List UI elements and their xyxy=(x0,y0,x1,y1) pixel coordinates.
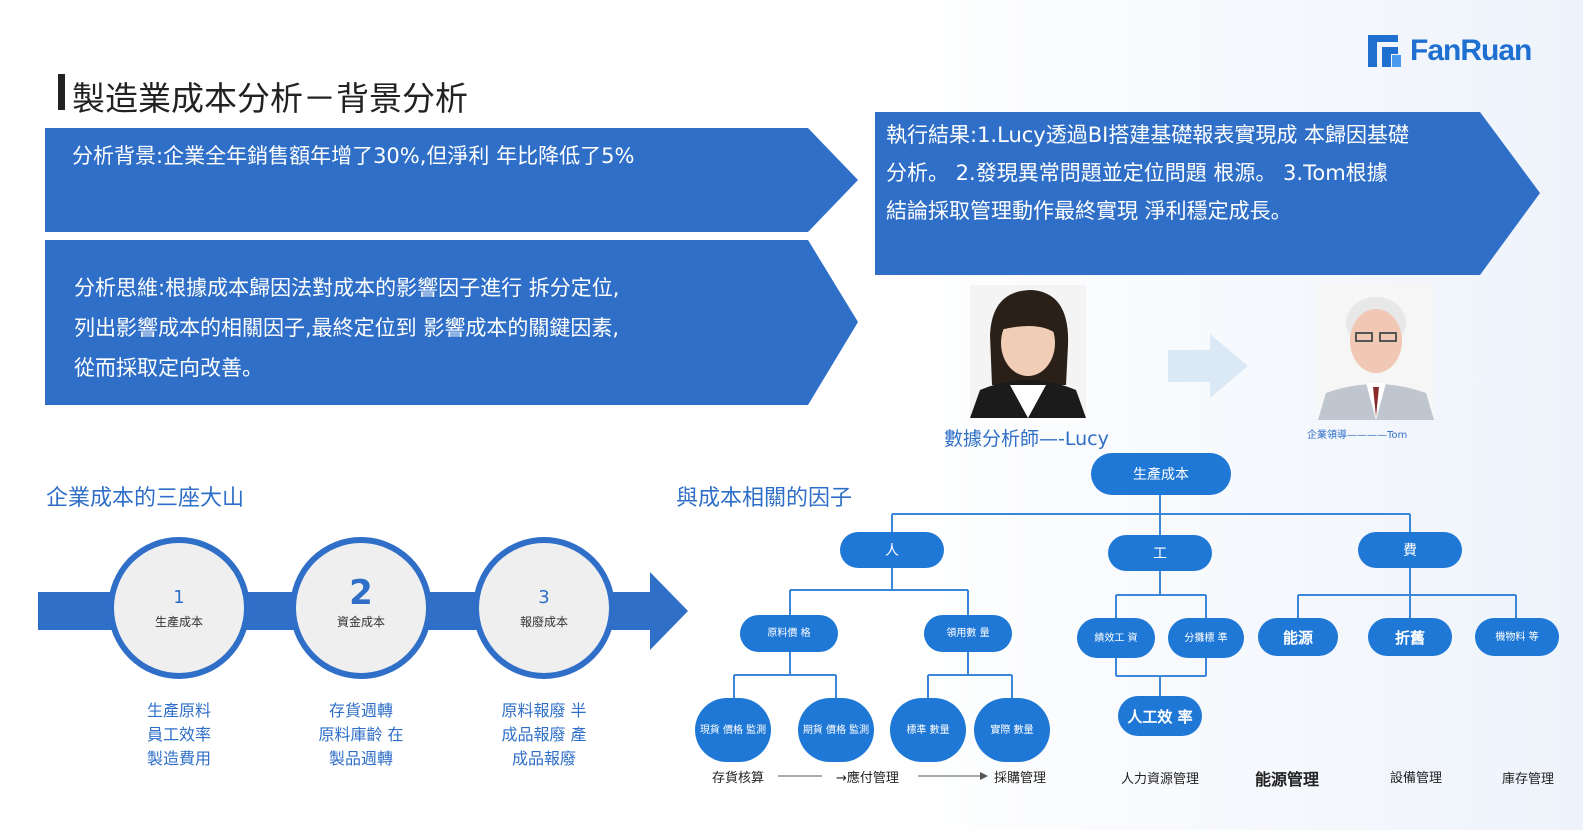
spot-price-node: 現貨 價格 監測 xyxy=(695,698,771,762)
labor-efficiency-node: 人工效 率 xyxy=(1118,696,1202,736)
detail-line: 製品週轉 xyxy=(328,749,393,768)
mountains-heading: 企業成本的三座大山 xyxy=(46,486,245,511)
mountain-details-1: 生產原料 員工效率 製造費用 xyxy=(118,699,240,771)
person-node: 人 xyxy=(840,532,944,568)
purchase-category: 採購管理 xyxy=(994,771,1047,786)
mountain-label: 報廢成本 xyxy=(519,615,568,629)
mountain-number: 2 xyxy=(349,573,373,613)
title-marker xyxy=(58,74,65,110)
detail-line: 生產原料 xyxy=(146,701,211,720)
hr-category: 人力資源管理 xyxy=(1121,772,1200,787)
mountain-details-3: 原料報廢 半 成品報廢 產 成品報廢 xyxy=(483,699,605,771)
tom-photo xyxy=(1318,283,1434,420)
background-banner-text: 分析背景:企業全年銷售額年增了30%,但淨利 年比降低了5% xyxy=(72,144,635,168)
result-banner-shape xyxy=(875,112,1540,275)
tom-caption: 企業領導————Tom xyxy=(1307,430,1408,441)
detail-line: 成品報廢 xyxy=(511,749,576,768)
detail-line: 原料報廢 半 xyxy=(501,701,587,720)
allocation-standard-node: 分攤標 準 xyxy=(1168,618,1244,658)
payable-category: →應付管理 xyxy=(836,771,899,786)
energy-node: 能源 xyxy=(1258,618,1338,656)
actual-qty-node: 實際 數量 xyxy=(974,698,1050,762)
mountain-circle-3: 3 報廢成本 xyxy=(473,537,615,679)
materials-node: 機物料 等 xyxy=(1475,618,1559,656)
thinking-line: 從而採取定向改善。 xyxy=(74,356,263,380)
detail-line: 成品報廢 產 xyxy=(501,725,587,744)
fanruan-logo-icon xyxy=(1368,35,1401,67)
thinking-line: 分析思維:根據成本歸因法對成本的影響因子進行 拆分定位, xyxy=(74,276,620,300)
page-title: 製造業成本分析－背景分析 xyxy=(72,79,468,118)
performance-wage-node: 績效工 資 xyxy=(1077,618,1155,658)
mountain-number: 1 xyxy=(173,587,185,608)
root-node: 生產成本 xyxy=(1091,453,1231,495)
standard-qty-node: 標準 數量 xyxy=(890,698,966,762)
factors-heading: 與成本相關的因子 xyxy=(676,486,853,511)
detail-line: 製造費用 xyxy=(146,749,211,768)
transition-arrow-icon xyxy=(1168,334,1248,398)
fanruan-logo: FanRuan xyxy=(1368,30,1573,72)
mountain-details-2: 存貨週轉 原料庫齡 在 製品週轉 xyxy=(300,699,422,771)
mountain-circle-1: 1 生產成本 xyxy=(108,537,250,679)
energy-category: 能源管理 xyxy=(1255,770,1320,789)
mountain-circle-2: 2 資金成本 xyxy=(290,537,432,679)
thinking-banner: 分析思維:根據成本歸因法對成本的影響因子進行 拆分定位, 列出影響成本的相關因子… xyxy=(74,268,619,388)
background-banner-shape xyxy=(45,128,858,232)
stock-category: 庫存管理 xyxy=(1502,772,1555,787)
mountain-number: 3 xyxy=(538,587,550,608)
brand-name: FanRuan xyxy=(1410,34,1532,67)
result-line: 結論採取管理動作最終實現 淨利穩定成長。 xyxy=(886,199,1292,223)
thinking-line: 列出影響成本的相關因子,最終定位到 影響成本的關鍵因素, xyxy=(74,316,620,340)
lucy-caption: 數據分析師—-Lucy xyxy=(944,428,1109,450)
futures-price-node: 期貨 價格 監測 xyxy=(798,698,874,762)
result-line: 執行結果:1.Lucy透過BI搭建基礎報表實現成 本歸因基礎 xyxy=(886,123,1409,147)
detail-line: 員工效率 xyxy=(146,725,211,744)
detail-line: 原料庫齡 在 xyxy=(318,725,404,744)
mountain-label: 生產成本 xyxy=(154,615,203,629)
work-node: 工 xyxy=(1108,535,1212,571)
fee-node: 費 xyxy=(1358,532,1462,568)
result-line: 分析。 2.發現異常問題並定位問題 根源。 3.Tom根據 xyxy=(886,161,1388,185)
depreciation-node: 折舊 xyxy=(1368,618,1452,656)
equipment-category: 設備管理 xyxy=(1390,771,1443,786)
detail-line: 存貨週轉 xyxy=(328,701,393,720)
thinking-banner-shape xyxy=(45,240,858,405)
result-banner: 執行結果:1.Lucy透過BI搭建基礎報表實現成 本歸因基礎 分析。 2.發現異… xyxy=(886,116,1409,230)
lucy-photo xyxy=(970,285,1086,418)
quantity-node: 領用數 量 xyxy=(924,615,1012,652)
inventory-category: 存貨核算 xyxy=(712,771,765,786)
mountain-label: 資金成本 xyxy=(336,615,385,629)
price-node: 原料價 格 xyxy=(740,615,838,652)
